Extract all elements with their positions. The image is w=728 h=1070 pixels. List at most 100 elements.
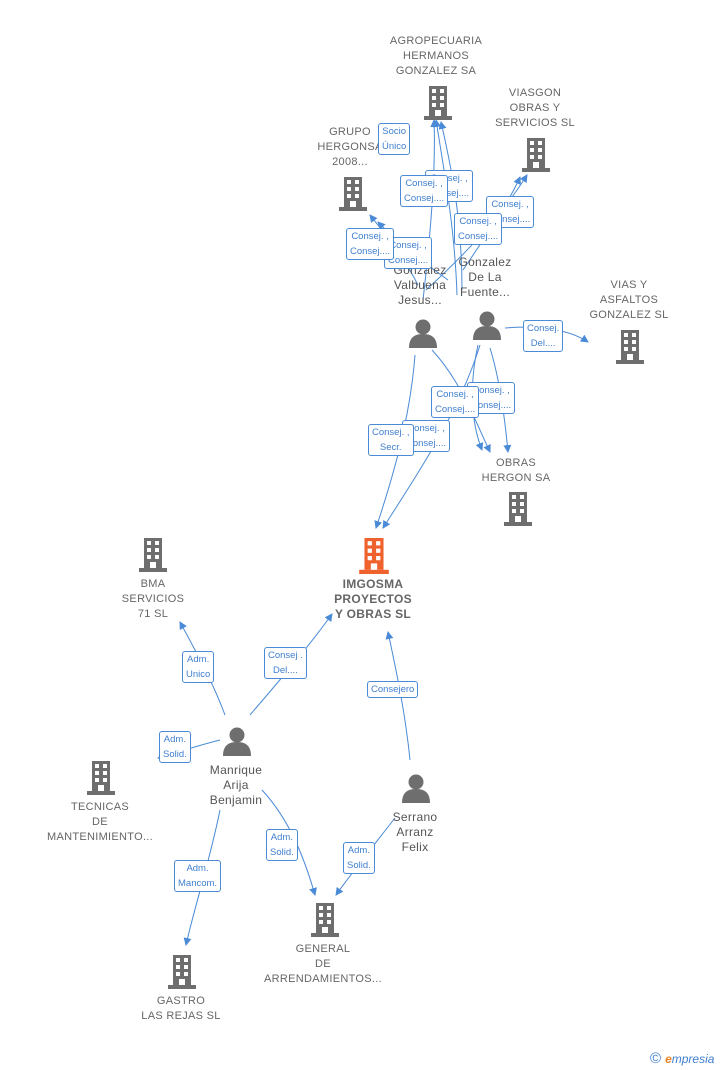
edge-label-consej-viasgon-front[interactable]: Consej. , Consej.... [454,213,503,245]
node-line: IMGOSMA [342,577,404,591]
node-line: Valbuena [393,278,447,292]
edge-line: Único [382,141,407,152]
node-grupo-hergonsa[interactable]: GRUPO HERGONSA 2008... [317,125,382,170]
edge-label-adm-solid-general-s[interactable]: Adm. Solid. [343,842,375,874]
edge-line: Consejero [371,684,415,695]
node-agropecuaria[interactable]: AGROPECUARIA HERMANOS GONZALEZ SA [390,34,482,79]
edge-line: Consej. , [472,385,510,396]
edge-line: Consej.... [458,231,499,242]
building-icon [311,903,339,937]
edge-label-socio-unico[interactable]: Socio Único [378,123,411,155]
edge-line: Adm. [186,863,209,874]
node-gastro[interactable]: GASTRO LAS REJAS SL [141,994,220,1024]
node-line: GENERAL [295,943,351,955]
node-line: Benjamin [209,793,263,807]
edge-line: Consej.... [406,438,447,449]
edge-line: Solid. [347,860,371,871]
edge-line: Adm. [187,654,210,665]
edge-line: Consej. , [491,199,529,210]
node-line: Gonzalez [458,255,512,269]
node-manrique[interactable]: Manrique Arija Benjamin [210,763,262,808]
edge-label-consejero[interactable]: Consejero [367,681,419,698]
node-serrano[interactable]: Serrano Arranz Felix [393,810,438,855]
edge-label-consej-del-imgosma[interactable]: Consej . Del.... [264,647,307,679]
node-line: DE [315,958,331,970]
node-imgosma[interactable]: IMGOSMA PROYECTOS Y OBRAS SL [334,577,412,622]
node-line: HERGON SA [481,472,551,484]
person-icon [223,727,251,756]
edge-label-adm-mancom[interactable]: Adm. Mancom. [174,860,222,892]
edge-label-consej-viasgon-back[interactable]: Consej. , Consej.... [486,196,535,228]
edge-label-adm-solid-tecnicas[interactable]: Adm. Solid. [159,731,191,763]
edge-line: Adm. [270,832,293,843]
node-line: Serrano [392,810,438,824]
node-viasgon[interactable]: VIASGON OBRAS Y SERVICIOS SL [495,86,575,131]
edge-line: Unico [186,669,211,680]
node-obras-hergon[interactable]: OBRAS HERGON SA [482,456,551,486]
edge-line: Consej. , [351,231,389,242]
edge-line: Adm. [347,845,370,856]
node-line: HERGONSA [317,141,383,153]
node-gonzalez-fuente[interactable]: Gonzalez De La Fuente... [458,255,511,300]
node-line: GASTRO [156,995,206,1007]
edge-label-consej-agro-front[interactable]: Consej. , Consej.... [400,175,449,207]
edge-line: Consej. , [407,423,445,434]
node-line: DE [92,816,108,828]
node-bma[interactable]: BMA SERVICIOS 71 SL [122,577,184,622]
node-vias-asfaltos[interactable]: VIAS Y ASFALTOS GONZALEZ SL [589,278,668,323]
edge-line: Solid. [163,749,187,760]
node-tecnicas[interactable]: TECNICAS DE MANTENIMIENTO... [47,800,153,845]
node-line: GRUPO [329,126,371,138]
edge-label-adm-solid-general-m[interactable]: Adm. Solid. [266,829,298,861]
node-gonzalez-valbuena[interactable]: Gonzalez Valbuena Jesus... [393,263,446,308]
edge-line: Consej. , [405,178,443,189]
node-line: ASFALTOS [599,294,659,306]
node-line: BMA [140,578,166,590]
node-line: GONZALEZ SL [589,309,669,321]
building-icon [522,138,550,172]
brand-initial: e [665,1052,672,1066]
edge-line: Solid. [270,847,294,858]
edge-line: Adm. [163,734,186,745]
node-line: SERVICIOS [121,593,185,605]
edge-line: Consej. , [436,389,474,400]
node-line: De La [468,270,502,284]
node-line: PROYECTOS [334,592,412,606]
edge-label-consej-hergon-front[interactable]: Consej. , Consej.... [431,386,480,418]
brand-logo[interactable]: ©empresia [650,1050,714,1067]
edge-label-consej-secr[interactable]: Consej. , Secr. [368,424,414,456]
node-line: Arranz [396,825,434,839]
edge-label-consej-grupo-front[interactable]: Consej. , Consej.... [346,228,395,260]
edge-line: Secr. [379,442,402,453]
node-line: Y OBRAS SL [334,607,412,621]
building-icon [424,86,452,120]
node-line: Arija [223,778,249,792]
edge-line: Consej. , [459,216,497,227]
node-line: AGROPECUARIA [389,35,483,47]
node-line: Felix [401,840,429,854]
edge-line: Consej.... [350,246,391,257]
node-line: Jesus... [398,293,442,307]
edge-line: Consej. [527,323,560,334]
edge-line: Consej. , [372,427,410,438]
node-line: LAS REJAS SL [141,1010,221,1022]
building-icon [359,538,389,574]
edge-line: Consej. , [389,240,427,251]
edge-line: Mancom. [178,878,218,889]
node-line: ARRENDAMIENTOS... [264,973,382,985]
building-icon [616,330,644,364]
edge-label-adm-unico[interactable]: Adm. Unico [182,651,215,683]
node-line: OBRAS Y [509,102,561,114]
node-line: SERVICIOS SL [495,117,575,129]
node-line: HERMANOS [403,50,469,62]
brand-name: mpresia [671,1052,715,1066]
edge-label-consej-del-vias[interactable]: Consej. Del.... [523,320,564,352]
node-general-arrendamientos[interactable]: GENERAL DE ARRENDAMIENTOS... [264,942,382,987]
building-icon [339,177,367,211]
node-line: MANTENIMIENTO... [46,831,154,843]
node-line: TECNICAS [70,801,130,813]
edge-line: Consej.... [429,188,470,199]
person-icon [402,774,430,803]
edge-line: Del.... [530,338,556,349]
edge-line: Consej.... [435,404,476,415]
